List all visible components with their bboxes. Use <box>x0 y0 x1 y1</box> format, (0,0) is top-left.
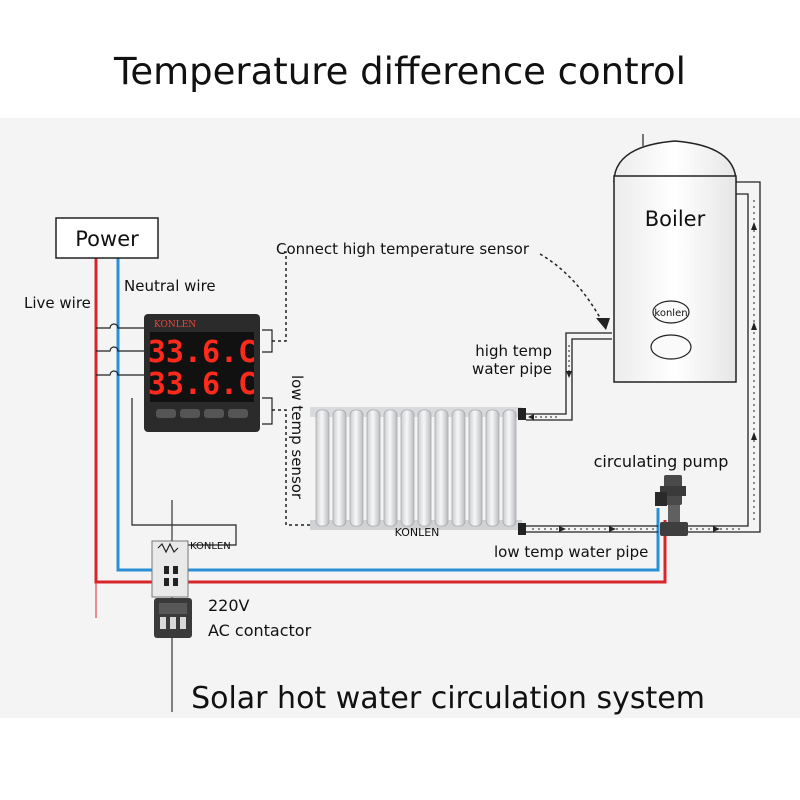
return-flow-arrow-v1 <box>751 432 757 440</box>
controller-brand: KONLEN <box>154 320 196 330</box>
controller-reading-top: 33.6.C <box>148 335 256 370</box>
low-temp-sensor-label: low temp sensor <box>288 375 306 500</box>
boiler-label: Boiler <box>645 207 706 231</box>
boiler <box>613 134 737 383</box>
controller-reading-bottom: 33.6.C <box>148 367 256 402</box>
relay-brand: KONLEN <box>190 541 231 552</box>
contactor-label-voltage: 220V <box>208 596 250 615</box>
controller-power-taps <box>96 323 148 376</box>
circulating-pump <box>655 475 688 536</box>
diagram-title: Temperature difference control <box>113 50 686 93</box>
boiler-badge: konlen <box>654 308 687 319</box>
power-box <box>55 217 159 259</box>
high-temp-flow-arrow-v <box>566 371 572 378</box>
high-sensor-wire-a <box>272 251 287 342</box>
temperature-controller <box>144 314 260 432</box>
high-temp-pipe-label-2: water pipe <box>472 360 552 378</box>
low-temp-flow-arrow-2 <box>609 526 616 532</box>
connect-high-sensor-label: Connect high temperature sensor <box>276 240 530 258</box>
radiator-brand: KONLEN <box>395 526 440 539</box>
power-label: Power <box>75 227 139 251</box>
neutral-wire-line <box>116 258 660 572</box>
high-temp-pipe-outer <box>526 332 612 415</box>
contactor-label-name: AC contactor <box>208 621 312 640</box>
low-temp-pipe-label: low temp water pipe <box>494 543 648 561</box>
return-flow-arrow-v3 <box>751 222 757 230</box>
circulating-pump-label: circulating pump <box>594 452 729 471</box>
relay <box>151 540 189 598</box>
radiator <box>310 407 526 535</box>
low-sensor-wire <box>272 409 314 526</box>
high-temp-pipe-inner <box>526 338 612 421</box>
neutral-wire-label: Neutral wire <box>124 277 216 295</box>
return-pipe-outer <box>686 193 749 527</box>
high-temp-flow-arrow-h <box>528 414 534 420</box>
return-flow-arrow-h <box>713 526 720 532</box>
return-flow-arrow-v2 <box>751 322 757 330</box>
control-wire <box>131 398 237 546</box>
high-sensor-arrow <box>596 318 610 330</box>
live-wire-line <box>94 258 667 584</box>
low-sensor-terminal <box>262 397 273 425</box>
high-temp-pipe-label-1: high temp <box>475 342 552 360</box>
live-wire-label: Live wire <box>24 294 91 312</box>
high-sensor-wire-b <box>539 253 605 326</box>
low-temp-flow-arrow-1 <box>559 526 566 532</box>
ac-contactor <box>154 598 192 638</box>
diagram-subtitle: Solar hot water circulation system <box>191 681 705 716</box>
return-pipe-inner <box>686 181 761 533</box>
